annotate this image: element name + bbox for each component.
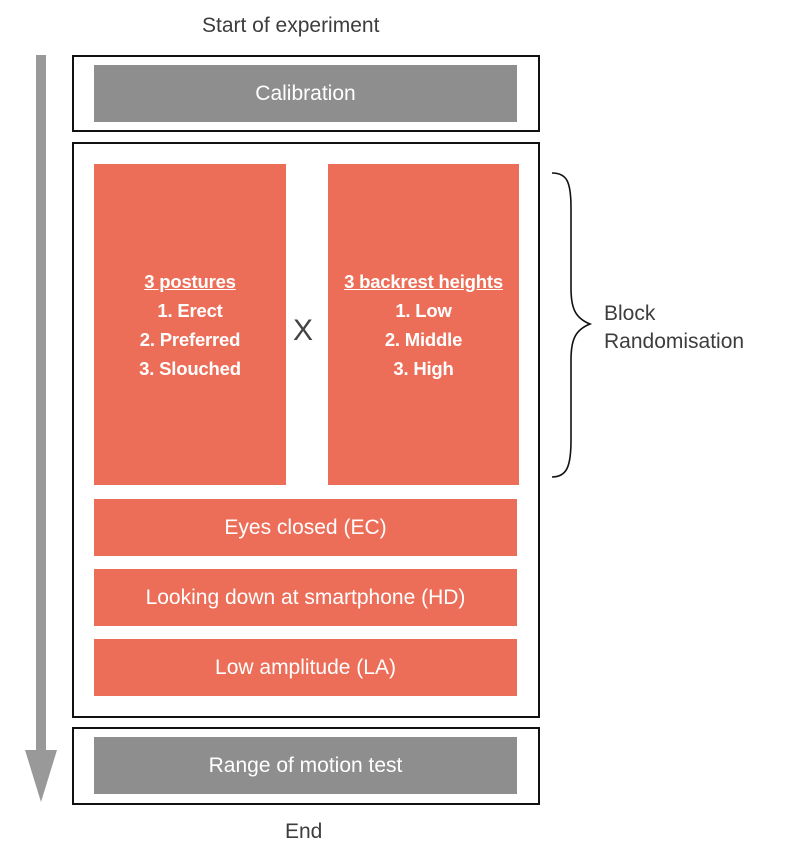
backrest-item: 1. Low [395,299,452,321]
postures-box: 3 postures 1. Erect 2. Preferred 3. Slou… [94,164,286,485]
task-box-eyes-closed: Eyes closed (EC) [94,499,517,556]
timeline-arrow [25,55,57,802]
end-label: End [285,820,323,843]
postures-title: 3 postures [144,270,236,292]
times-operator: X [293,314,314,347]
task-box-low-amplitude: Low amplitude (LA) [94,639,517,696]
posture-item: 1. Erect [157,299,223,321]
calibration-box: Calibration [94,65,517,122]
range-of-motion-box: Range of motion test [94,737,517,794]
posture-item: 3. Slouched [139,357,241,379]
timeline-arrow-head [25,750,57,802]
task-box-looking-down: Looking down at smartphone (HD) [94,569,517,626]
randomisation-brace [551,172,593,478]
backrest-item: 3. High [393,357,454,379]
backrest-box: 3 backrest heights 1. Low 2. Middle 3. H… [328,164,519,485]
backrest-item: 2. Middle [384,328,463,350]
block-label-line2: Randomisation [604,330,745,353]
block-label-line1: Block [604,302,656,325]
block-randomisation-label: Block Randomisation [604,300,744,356]
start-label: Start of experiment [202,14,380,37]
timeline-arrow-shaft [36,55,46,755]
brace-path [551,172,593,478]
backrest-title: 3 backrest heights [344,270,503,292]
posture-item: 2. Preferred [139,328,241,350]
